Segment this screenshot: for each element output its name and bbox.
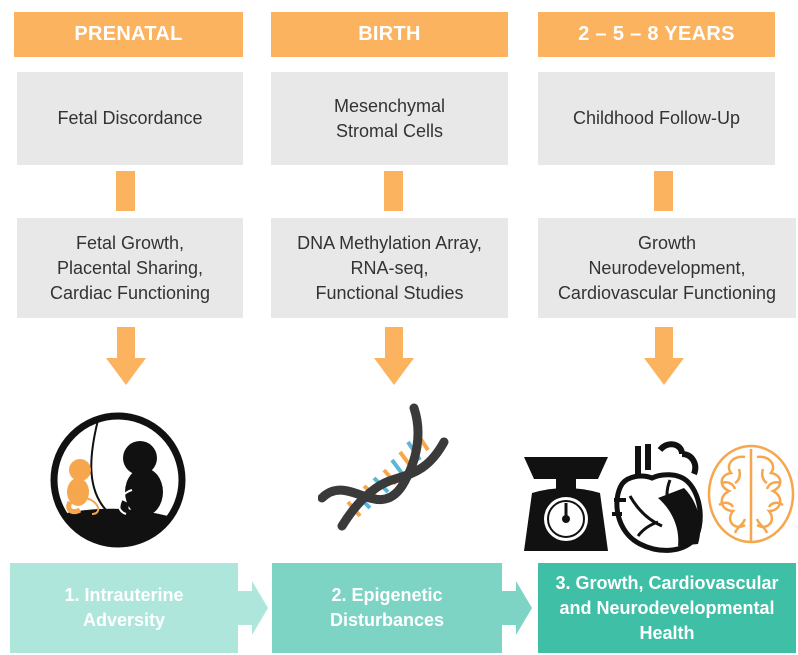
- down-arrow-years: [644, 327, 684, 385]
- down-arrow-birth: [374, 327, 414, 385]
- header-years: 2 – 5 – 8 YEARS: [538, 12, 775, 57]
- connector-years: [654, 171, 673, 211]
- connector-birth: [384, 171, 403, 211]
- box-fetal-discordance: Fetal Discordance: [17, 72, 243, 165]
- dna-helix-icon: [318, 403, 449, 531]
- brain-icon: [707, 444, 795, 544]
- header-birth: BIRTH: [271, 12, 508, 57]
- outcome-epigenetic-disturbances: 2. Epigenetic Disturbances: [272, 563, 502, 653]
- outcome-intrauterine-adversity: 1. Intrauterine Adversity: [10, 563, 238, 653]
- box-dna-methylation: DNA Methylation Array, RNA-seq, Function…: [271, 218, 508, 318]
- box-growth-neurodevelopment: Growth Neurodevelopment, Cardiovascular …: [538, 218, 796, 318]
- outcome-growth-cardiovascular-health: 3. Growth, Cardiovascular and Neurodevel…: [538, 563, 796, 653]
- down-arrow-prenatal: [106, 327, 146, 385]
- chevron-arrow-1: [238, 581, 268, 635]
- box-childhood-follow-up: Childhood Follow-Up: [538, 72, 775, 165]
- header-prenatal: PRENATAL: [14, 12, 243, 57]
- connector-prenatal: [116, 171, 135, 211]
- box-mesenchymal-stromal-cells: Mesenchymal Stromal Cells: [271, 72, 508, 165]
- heart-icon: [612, 441, 703, 553]
- box-fetal-growth: Fetal Growth, Placental Sharing, Cardiac…: [17, 218, 243, 318]
- scale-icon: [524, 457, 608, 551]
- chevron-arrow-2: [502, 581, 532, 635]
- womb-twins-icon: [50, 412, 186, 548]
